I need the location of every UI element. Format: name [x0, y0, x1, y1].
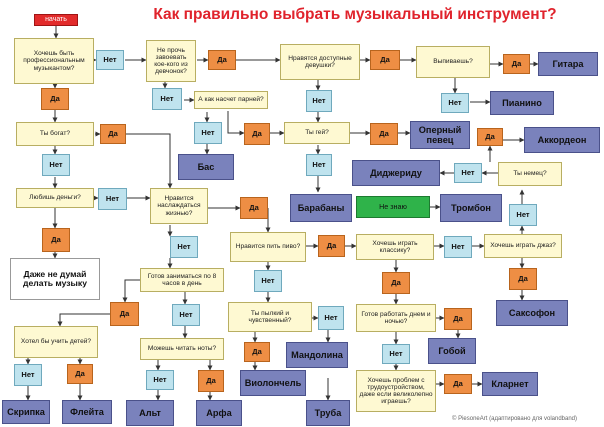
credit-text: © PiesoneArt (адаптировано для volandban…	[452, 416, 578, 422]
answer-no: Нет	[14, 364, 42, 386]
answer-no: Нет	[382, 344, 410, 364]
answer-yes: Да	[382, 272, 410, 294]
dont-know-node: Не знаю	[356, 196, 430, 218]
answer-no: Нет	[318, 306, 344, 330]
answer-yes: Да	[100, 124, 126, 144]
result-clarinet: Кларнет	[482, 372, 538, 396]
question-professional: Хочешь быть профессиональным музыкантом?	[14, 38, 94, 84]
question-classic: Хочешь играть классику?	[356, 234, 434, 260]
result-accordion: Аккордеон	[524, 127, 600, 153]
answer-no: Нет	[454, 163, 482, 183]
answer-yes: Да	[444, 308, 472, 330]
result-flute: Флейта	[62, 400, 112, 424]
answer-no: Нет	[306, 154, 332, 176]
question-employment: Хочешь проблем с трудоустройством, даже …	[356, 370, 436, 412]
answer-yes: Да	[198, 370, 224, 392]
answer-no: Нет	[444, 236, 472, 258]
question-notes: Можешь читать ноты?	[140, 338, 224, 360]
start-node: начать	[34, 14, 78, 26]
question-german: Ты немец?	[498, 162, 562, 186]
result-guitar: Гитара	[538, 52, 598, 76]
answer-yes: Да	[240, 197, 268, 219]
advice-no-music: Даже не думай делать музыку	[10, 258, 100, 300]
answer-yes: Да	[370, 50, 400, 70]
result-violin: Скрипка	[2, 400, 50, 424]
question-guys: А как насчет парней?	[194, 91, 268, 109]
answer-yes: Да	[42, 228, 70, 252]
question-enjoy-life: Нравится наслаждаться жизнью?	[150, 188, 208, 224]
question-love-money: Любишь деньги?	[16, 188, 94, 208]
result-harp: Арфа	[196, 400, 242, 426]
result-trombone: Тромбон	[440, 194, 502, 222]
question-gay: Ты гей?	[284, 122, 350, 144]
answer-yes: Да	[477, 128, 503, 146]
answer-no: Нет	[146, 370, 174, 390]
question-kids: Хотел бы учить детей?	[14, 326, 98, 358]
answer-no: Нет	[441, 93, 469, 113]
result-opera: Оперный певец	[410, 121, 470, 149]
answer-yes: Да	[244, 342, 270, 362]
answer-no: Нет	[152, 88, 182, 110]
answer-yes: Да	[208, 50, 236, 70]
question-rich: Ты богат?	[16, 122, 94, 146]
answer-no: Нет	[98, 188, 127, 210]
answer-yes: Да	[110, 302, 139, 326]
question-jazz: Хочешь играть джаз?	[484, 234, 562, 258]
result-trumpet: Труба	[306, 400, 350, 426]
result-bass: Бас	[178, 154, 234, 180]
answer-yes: Да	[318, 235, 345, 257]
answer-yes: Да	[244, 123, 270, 145]
answer-no: Нет	[254, 270, 282, 292]
result-viola: Альт	[126, 400, 174, 426]
result-saxophone: Саксофон	[496, 300, 568, 326]
result-didgeridoo: Диджериду	[352, 160, 440, 186]
result-drums: Барабаны	[290, 194, 352, 222]
answer-yes: Да	[503, 54, 530, 74]
answer-no: Нет	[194, 122, 222, 144]
question-beer: Нравится пить пиво?	[230, 232, 306, 262]
answer-yes: Да	[41, 88, 69, 110]
answer-no: Нет	[509, 204, 537, 226]
answer-no: Нет	[172, 304, 200, 326]
result-mandolin: Мандолина	[286, 342, 348, 368]
result-piano: Пианино	[490, 91, 554, 115]
answer-no: Нет	[42, 154, 70, 176]
question-work: Готов работать днем и ночью?	[356, 304, 436, 332]
answer-yes: Да	[444, 374, 472, 394]
question-passionate: Ты пылкий и чувственный?	[228, 302, 312, 332]
answer-yes: Да	[509, 268, 537, 290]
answer-no: Нет	[170, 236, 198, 258]
result-cello: Виолончель	[240, 370, 306, 396]
answer-yes: Да	[370, 123, 398, 145]
question-accessible-girls: Нравятся доступные девушки?	[280, 44, 360, 80]
answer-no: Нет	[306, 90, 332, 112]
question-early: Готов заниматься по 8 часов в день	[140, 268, 224, 292]
result-oboe: Гобой	[428, 338, 476, 364]
question-drink: Выпиваешь?	[416, 46, 490, 78]
answer-yes: Да	[67, 364, 93, 384]
page-title: Как правильно выбрать музыкальный инстру…	[153, 6, 557, 23]
question-cool-girls: Не прочь завоевать кое-кого из девчонок?	[146, 40, 196, 82]
answer-no: Нет	[96, 50, 124, 70]
